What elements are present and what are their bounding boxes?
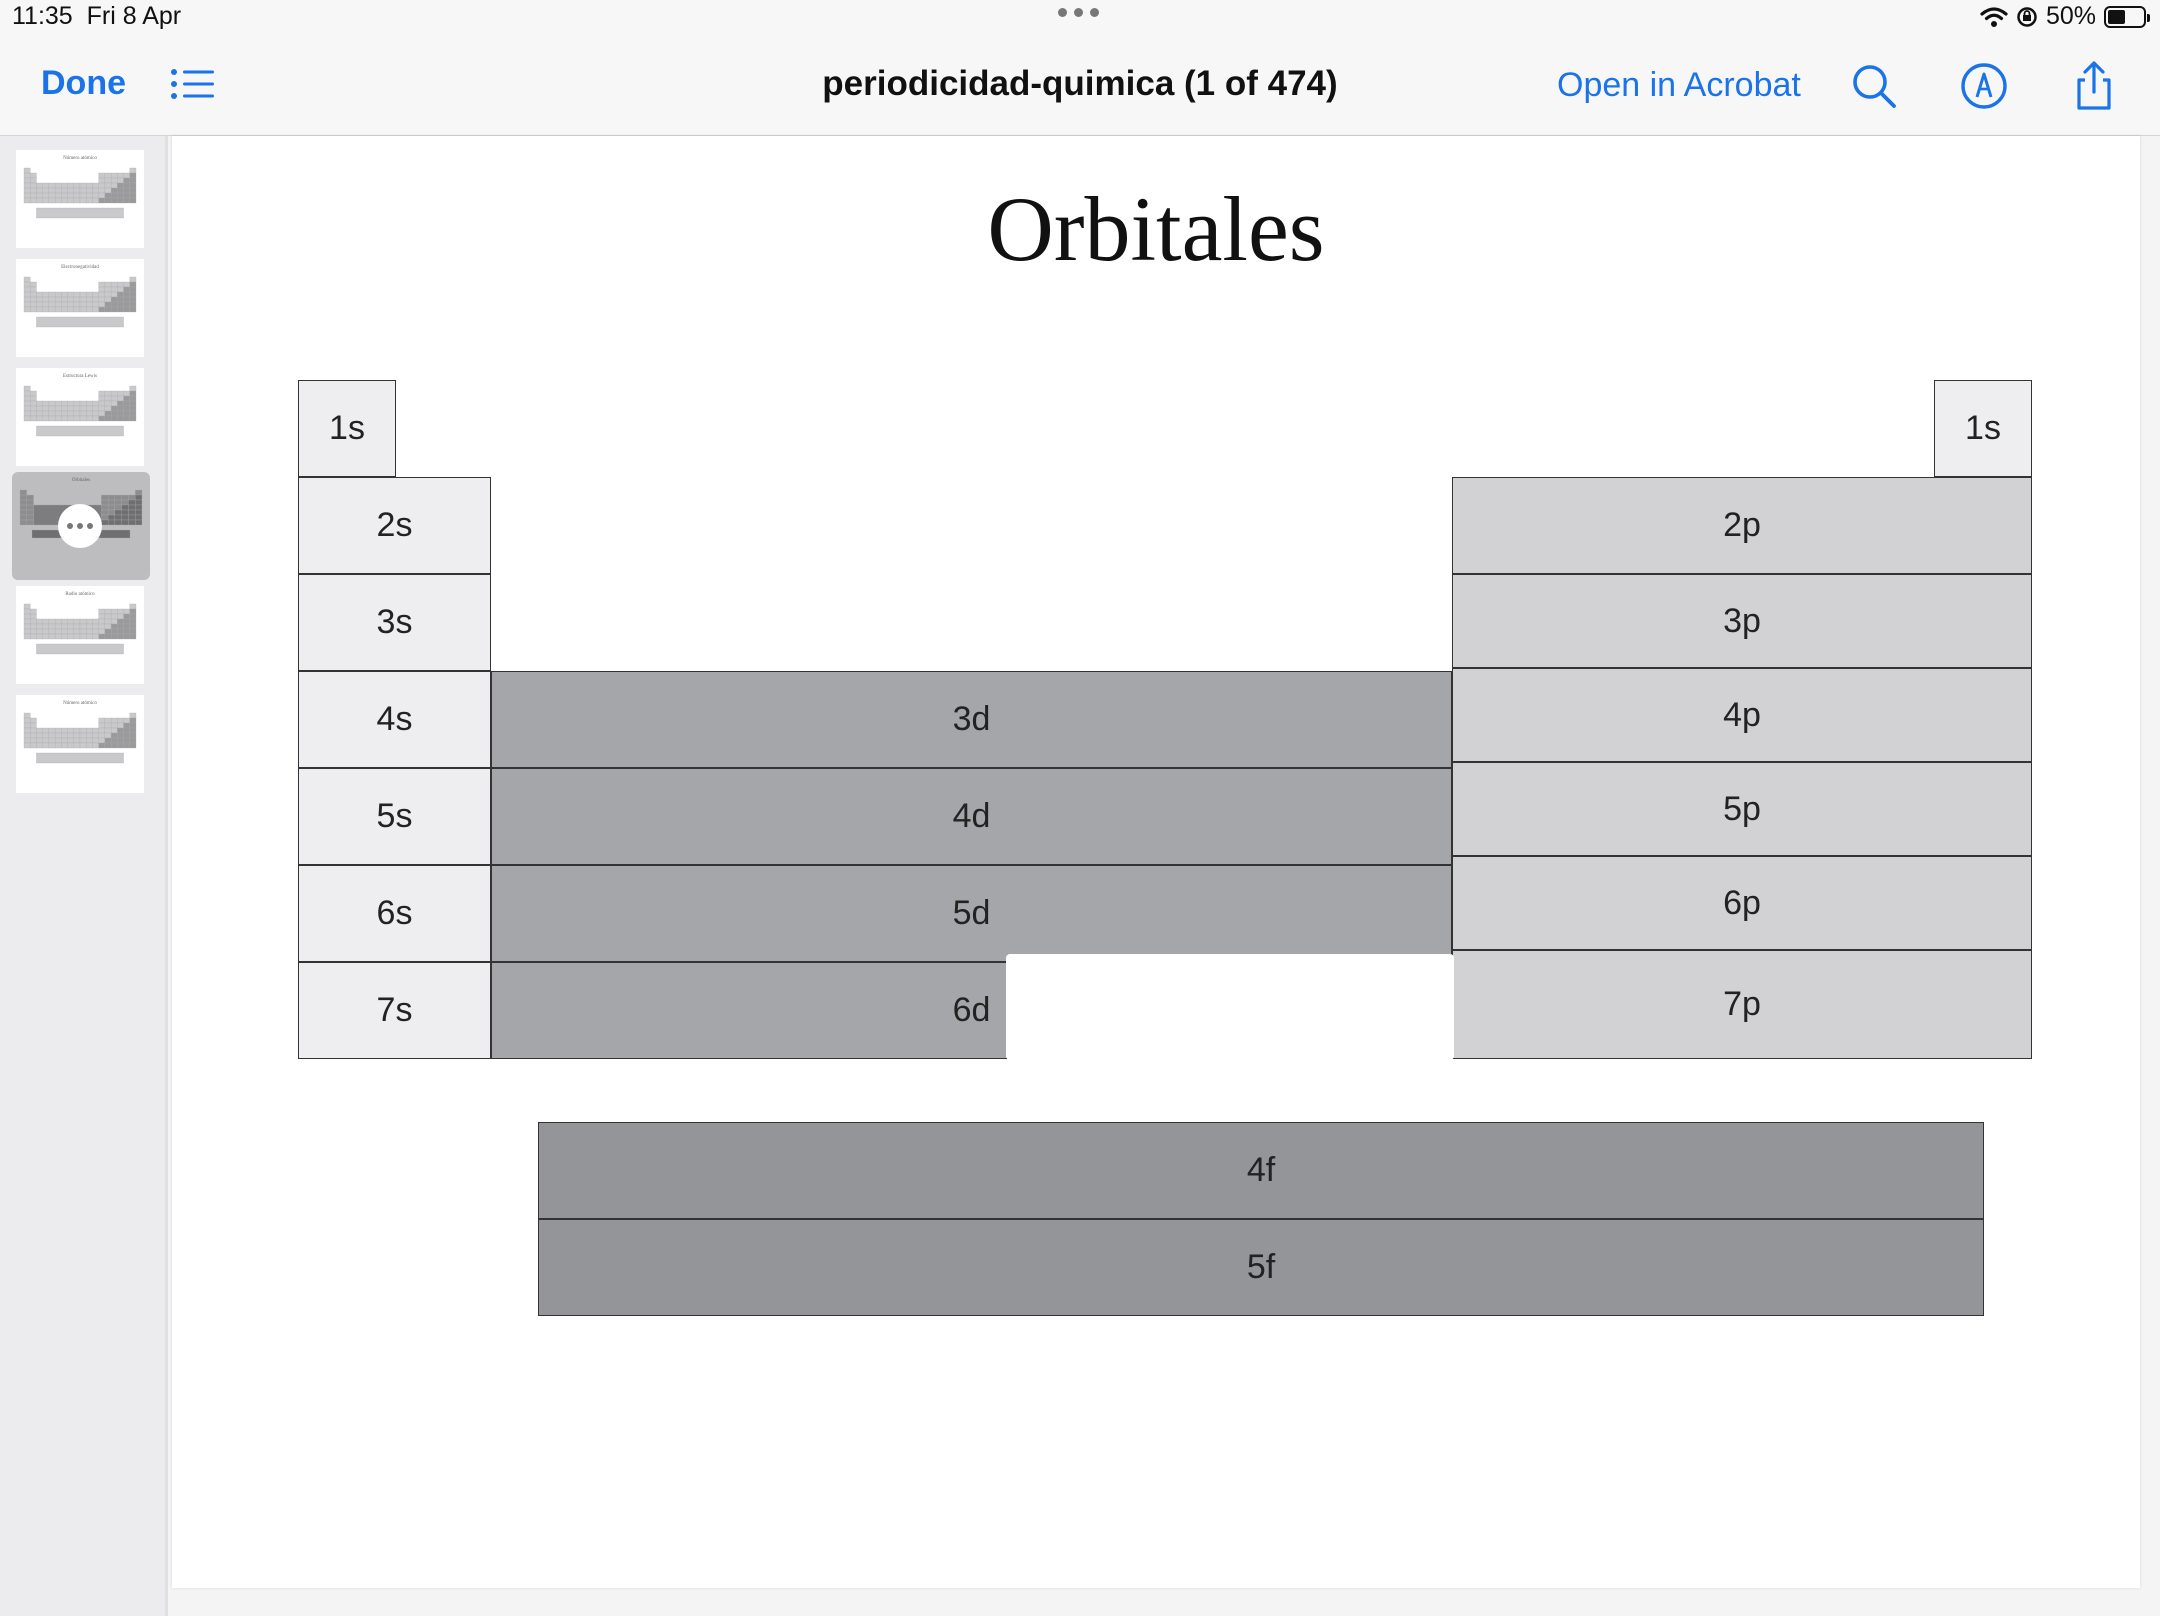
open-in-acrobat-button[interactable]: Open in Acrobat [1557,66,1801,104]
orbital-cell-7p: 7p [1452,950,2032,1059]
document-title: periodicidad-quimica (1 of 474) [822,64,1338,103]
orbital-cell-6s: 6s [298,865,491,962]
search-icon[interactable] [1848,60,1900,112]
orbital-cell-5s: 5s [298,768,491,865]
orbital-cell-4p: 4p [1452,668,2032,762]
wifi-icon [1980,6,2008,27]
thumbnail-sidebar[interactable]: Número atómico Electronegatividad Estruc… [0,136,168,1616]
orbital-cell-3d: 3d [491,671,1452,768]
thumbnail-preview-graphic [23,167,137,219]
thumbnail-preview-graphic [23,385,137,437]
orbital-cell-3s: 3s [298,574,491,671]
orbital-cell-5f: 5f [538,1219,1984,1316]
page-thumbnail-4-current[interactable]: Orbitales [12,472,150,580]
share-icon[interactable] [2068,60,2120,112]
status-bar: 11:35 Fri 8 Apr 50% [0,0,2160,40]
orbital-cell-6p: 6p [1452,856,2032,950]
orbital-cell-7s: 7s [298,962,491,1059]
multitasking-dots-icon[interactable] [1058,8,1099,17]
page-thumbnail-3[interactable]: Estructura Lewis [16,368,144,466]
battery-icon [2104,5,2150,28]
thumbnail-preview-graphic [23,712,137,764]
whited-out-area [1006,954,1454,1060]
list-icon[interactable] [170,66,216,106]
page-thumbnail-6[interactable]: Número atómico [16,695,144,793]
battery-percent: 50% [2045,2,2096,30]
thumbnail-preview-graphic [23,276,137,328]
orbital-cell-5d: 5d [491,865,1452,962]
status-time: 11:35 [12,2,73,30]
nav-bar: Done periodicidad-quimica (1 of 474) Ope… [0,40,2160,136]
page-thumbnail-5[interactable]: Radio atómico [16,586,144,684]
orientation-lock-icon [2017,6,2037,27]
orbital-cell-1s-right: 1s [1934,380,2032,477]
markup-icon[interactable] [1958,60,2010,112]
orbital-cell-2p: 2p [1452,477,2032,574]
page-thumbnail-2[interactable]: Electronegatividad [16,259,144,357]
thumbnail-preview-graphic [23,603,137,655]
orbital-cell-4s: 4s [298,671,491,768]
orbital-cell-5p: 5p [1452,762,2032,856]
status-time-date: 11:35 Fri 8 Apr [12,2,181,31]
orbital-cell-1s: 1s [298,380,396,477]
thumbnail-more-icon[interactable] [58,504,102,548]
page-title: Orbitales [987,178,1325,280]
status-date: Fri 8 Apr [86,2,182,30]
orbital-cell-2s: 2s [298,477,491,574]
orbital-cell-4f: 4f [538,1122,1984,1219]
orbital-cell-4d: 4d [491,768,1452,865]
page-thumbnail-1[interactable]: Número atómico [16,150,144,248]
status-indicators: 50% [1980,2,2150,31]
pdf-page[interactable]: Orbitales 1s 1s 2s 3s 4s 5s 6s 7s 2p 3p … [172,136,2140,1588]
orbital-cell-3p: 3p [1452,574,2032,668]
done-button[interactable]: Done [41,64,126,102]
